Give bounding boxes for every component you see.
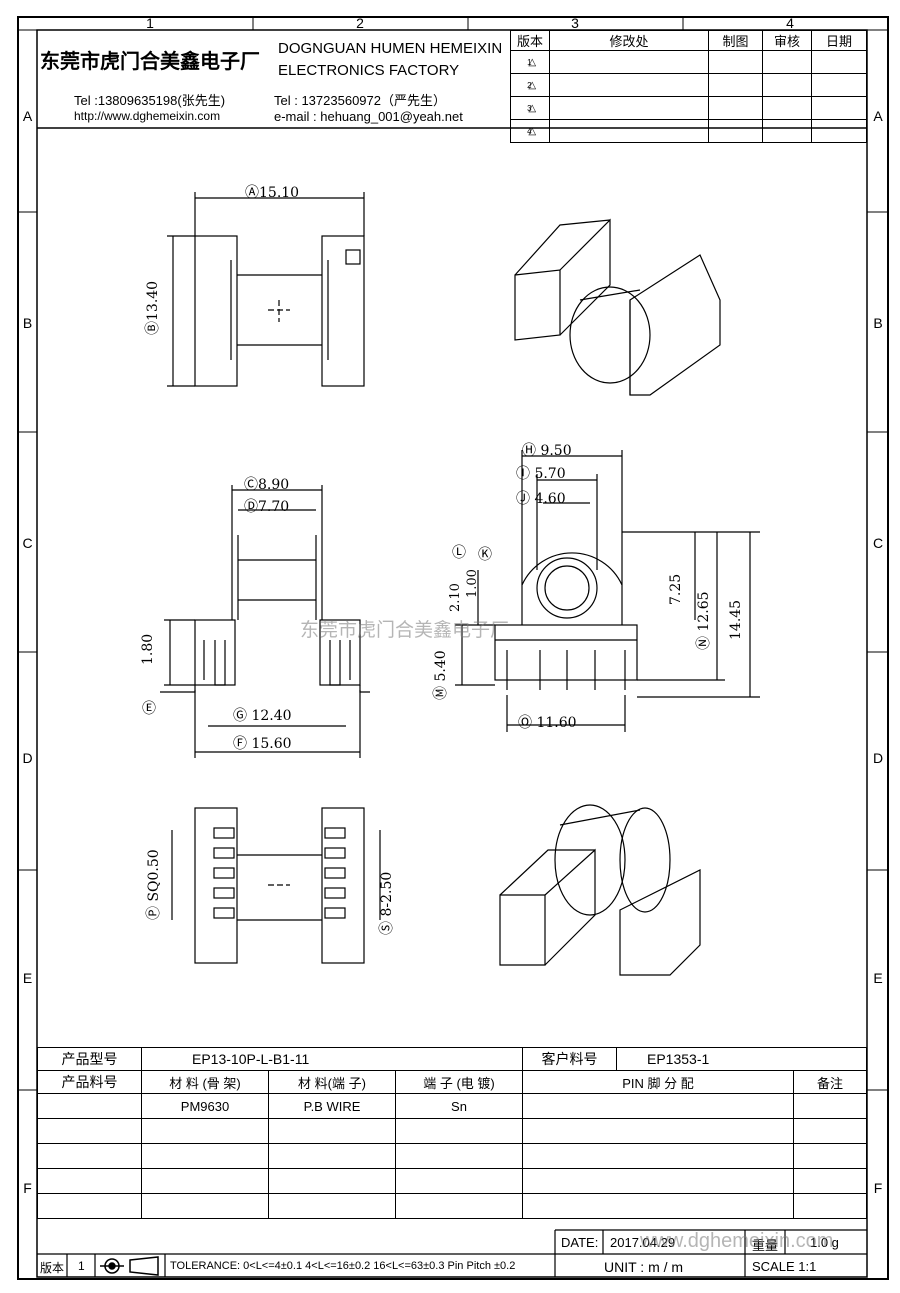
rev-header-version: 版本 — [510, 30, 550, 51]
dim-k-marker: Ⓚ — [478, 547, 492, 563]
dim-a: Ⓐ15.10 — [245, 185, 300, 201]
version-value: 1 — [78, 1259, 85, 1273]
column-label: 4 — [786, 15, 794, 31]
dim-j: Ⓙ 4.60 — [516, 491, 566, 507]
col-remarks: 备注 — [793, 1070, 867, 1094]
unit-label: UNIT : m / m — [604, 1259, 684, 1275]
company-name-cn: 东莞市虎门合美鑫电子厂 — [40, 51, 260, 73]
model-label: 产品型号 — [37, 1047, 142, 1071]
company-name-en-1: DOGNGUAN HUMEN HEMEIXIN — [278, 40, 503, 57]
projection-symbol-icon — [100, 1256, 159, 1276]
rev-row-triangle: △4 — [510, 119, 550, 143]
dim-i: Ⓘ 5.70 — [516, 466, 566, 482]
row-label: B — [873, 315, 883, 331]
dim-d: Ⓓ7.70 — [244, 499, 290, 515]
dim-g: Ⓖ 12.40 — [233, 708, 292, 724]
dim-e: Ⓔ — [142, 701, 156, 717]
website-link[interactable]: http://www.dghemeixin.com — [74, 109, 221, 123]
col-plating: 端 子 (电 镀) — [395, 1070, 523, 1094]
row-label: B — [22, 315, 33, 331]
row-label: A — [873, 108, 883, 124]
dim-c: Ⓒ8.90 — [244, 477, 290, 493]
company-name-en-2: ELECTRONICS FACTORY — [278, 62, 460, 79]
weight-value: 1.0 g — [810, 1235, 839, 1250]
row-label: E — [873, 970, 883, 986]
row-label: D — [872, 750, 884, 766]
scale-label: SCALE 1:1 — [752, 1259, 817, 1274]
dim-f: Ⓕ 15.60 — [233, 736, 292, 752]
isometric-view-top — [514, 218, 721, 396]
product-info-table: 产品型号 EP13-10P-L-B1-11 客户料号 EP1353-1 产品料号… — [37, 1047, 867, 1219]
model-value: EP13-10P-L-B1-11 — [141, 1047, 523, 1071]
rev-header-date: 日期 — [811, 30, 867, 51]
row-label: D — [22, 750, 33, 766]
row-label: E — [22, 970, 33, 986]
tolerance-note: TOLERANCE: 0<L<=4±0.1 4<L<=16±0.2 16<L<=… — [170, 1260, 516, 1272]
row-label: C — [22, 535, 33, 551]
side-view — [455, 450, 760, 732]
date-value: 2017.04.29 — [610, 1235, 676, 1250]
rev-row-triangle: △1 — [510, 50, 550, 74]
cell-terminal-material: P.B WIRE — [268, 1093, 396, 1119]
column-label: 1 — [146, 15, 154, 31]
isometric-view-bottom — [499, 804, 701, 976]
watermark-company: 东莞市虎门合美鑫电子厂 — [300, 620, 510, 641]
top-view — [167, 192, 365, 387]
row-label: F — [873, 1180, 883, 1196]
rev-row-triangle: △2 — [510, 73, 550, 97]
cell-plating: Sn — [395, 1093, 523, 1119]
row-label: C — [872, 535, 884, 551]
date-label: DATE: — [561, 1235, 599, 1250]
dim-l-marker: Ⓛ — [452, 545, 466, 561]
col-material-bobbin: 材 料 (骨 架) — [141, 1070, 269, 1094]
watermark-website: www.dghemeixin.com — [640, 1230, 834, 1252]
front-view — [160, 485, 370, 758]
email-address: e-mail : hehuang_001@yeah.net — [274, 109, 463, 124]
dim-h: Ⓗ 9.50 — [522, 443, 572, 459]
column-label: 3 — [571, 15, 579, 31]
row-label: A — [22, 108, 33, 124]
weight-label: 重量 — [752, 1238, 779, 1253]
dim-o: Ⓞ 11.60 — [518, 715, 577, 731]
row-label: F — [23, 1180, 32, 1196]
tel-2: Tel : 13723560972（严先生） — [274, 93, 446, 108]
column-label: 2 — [356, 15, 364, 31]
bottom-view — [171, 807, 381, 964]
tel-1: Tel :13809635198(张先生) — [74, 93, 226, 108]
customer-label: 客户料号 — [522, 1047, 617, 1071]
version-label: 版本 — [40, 1261, 65, 1275]
revision-table: 版本 修改处 制图 审核 日期 △1 △2 △3 △4 — [510, 30, 867, 143]
